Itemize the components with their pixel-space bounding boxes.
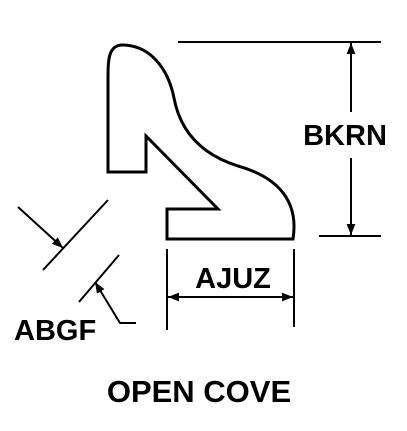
thickness-arrow-lower [94,281,136,324]
profile-caption: OPEN COVE [107,374,291,409]
thickness-extension-line-lower [78,254,120,303]
thickness-arrow-upper [17,206,64,249]
height-dimension-label: BKRN [303,120,387,152]
thickness-extension-line-upper [42,199,109,271]
thickness-dimension-label: ABGF [14,315,96,347]
width-dimension-label: AJUZ [195,263,271,295]
cove-profile-outline [106,43,296,241]
